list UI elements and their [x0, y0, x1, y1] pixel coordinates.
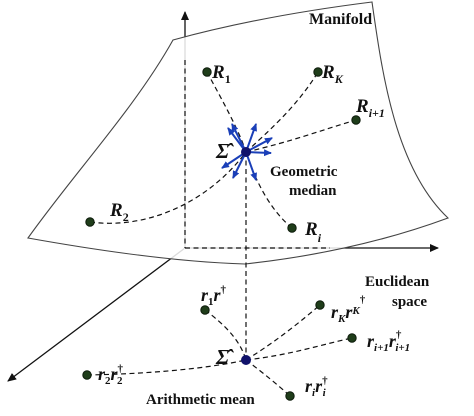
point-r1	[200, 305, 210, 315]
label-sigma-euclidean: Σ̂	[215, 345, 234, 369]
geodesic-RK	[245, 71, 319, 153]
label-RK: RK	[321, 62, 344, 86]
euclid-line-r1	[204, 309, 247, 361]
geodesic-Ri1	[245, 119, 357, 153]
point-arithmetic-mean	[241, 355, 251, 365]
euclidean-label-1: Euclidean	[365, 274, 430, 290]
label-Ri: Ri	[304, 219, 322, 245]
label-R2: R2	[109, 200, 129, 224]
label-ri: rir†i	[305, 375, 328, 399]
point-rK	[315, 300, 325, 310]
point-geometric-median	[241, 147, 251, 157]
point-Ri1	[351, 115, 361, 125]
label-rK: rKrK†	[331, 294, 366, 325]
point-ri	[285, 391, 295, 401]
label-r2: r2r†2	[98, 363, 124, 387]
point-r2	[82, 370, 92, 380]
z-axis	[7, 247, 186, 382]
label-R1: R1	[211, 62, 231, 86]
euclidean-label-2: space	[392, 294, 427, 310]
point-RK	[313, 67, 323, 77]
geometric-median-label-2: median	[289, 183, 337, 199]
euclid-line-ri	[245, 359, 291, 397]
geometric-median-label-1: Geometric	[270, 164, 338, 180]
euclid-line-ri1	[245, 337, 353, 361]
geodesic-R2	[89, 151, 247, 224]
label-ri1: ri+1r†i+1	[367, 329, 410, 354]
manifold-label: Manifold	[309, 11, 372, 28]
point-R2	[85, 217, 95, 227]
label-Ri1: Ri+1	[355, 96, 385, 120]
point-Ri	[287, 223, 297, 233]
arithmetic-mean-label: Arithmetic mean	[146, 392, 255, 408]
euclid-line-rK	[245, 304, 321, 361]
euclid-line-r2	[86, 359, 247, 376]
point-R1	[202, 67, 212, 77]
label-r1: r1r†	[201, 284, 227, 308]
point-ri1	[347, 333, 357, 343]
